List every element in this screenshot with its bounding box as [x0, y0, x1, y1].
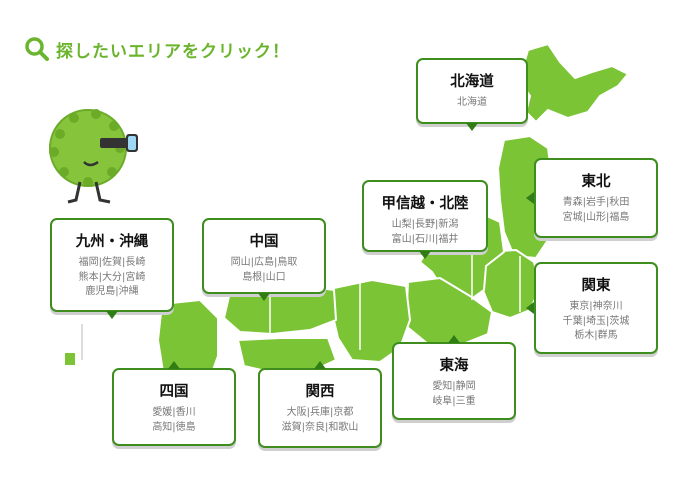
region-name: 北海道: [450, 74, 494, 90]
region-prefectures: 青森|岩手|秋田 宮城|山形|福島: [562, 197, 630, 223]
region-card-kyushu-okinawa[interactable]: 九州・沖縄 福岡|佐賀|長崎 熊本|大分|宮崎 鹿児島|沖縄: [50, 218, 174, 319]
region-name: 関東: [581, 278, 611, 294]
region-card-hokkaido[interactable]: 北海道 北海道: [416, 58, 528, 131]
map-kansai: [331, 279, 411, 363]
search-icon: [25, 37, 49, 61]
region-prefectures: 福岡|佐賀|長崎 熊本|大分|宮崎 鹿児島|沖縄: [78, 257, 146, 297]
map-okinawa: [63, 351, 77, 367]
region-prefectures: 大阪|兵庫|京都 滋賀|奈良|和歌山: [281, 407, 359, 433]
region-card-kanto[interactable]: 関東 東京|神奈川 千葉|埼玉|茨城 栃木|群馬: [526, 262, 658, 354]
region-name: 中国: [249, 234, 279, 250]
region-name: 甲信越・北陸: [381, 196, 469, 212]
region-prefectures: 愛知|静岡 岐阜|三重: [432, 381, 476, 407]
region-name: 東北: [581, 174, 611, 190]
mascot-icon: [49, 109, 138, 204]
region-prefectures: 北海道: [457, 97, 487, 108]
region-card-kansai[interactable]: 関西 大阪|兵庫|京都 滋賀|奈良|和歌山: [258, 361, 382, 448]
region-name: 東海: [439, 358, 469, 374]
region-name: 九州・沖縄: [75, 234, 149, 250]
region-card-chugoku[interactable]: 中国 岡山|広島|鳥取 島根|山口: [202, 218, 326, 301]
region-card-shikoku[interactable]: 四国 愛媛|香川 高知|徳島: [112, 361, 236, 446]
region-card-tokai[interactable]: 東海 愛知|静岡 岐阜|三重: [392, 335, 516, 420]
region-card-tohoku[interactable]: 東北 青森|岩手|秋田 宮城|山形|福島: [526, 158, 658, 238]
map-hokkaido: [519, 43, 629, 123]
map-header: 探したいエリアをクリック！: [24, 36, 290, 62]
page-title: 探したいエリアをクリック！: [56, 41, 290, 62]
region-card-koshinetsu-hokuriku[interactable]: 甲信越・北陸 山梨|長野|新潟 富山|石川|福井: [362, 180, 488, 259]
region-prefectures: 山梨|長野|新潟 富山|石川|福井: [391, 219, 459, 245]
region-name: 四国: [159, 384, 189, 400]
map-tokai: [405, 277, 493, 347]
region-prefectures: 岡山|広島|鳥取 島根|山口: [230, 257, 298, 283]
region-prefectures: 東京|神奈川 千葉|埼玉|茨城 栃木|群馬: [562, 301, 630, 341]
region-name: 関西: [305, 384, 335, 400]
region-prefectures: 愛媛|香川 高知|徳島: [152, 407, 196, 433]
